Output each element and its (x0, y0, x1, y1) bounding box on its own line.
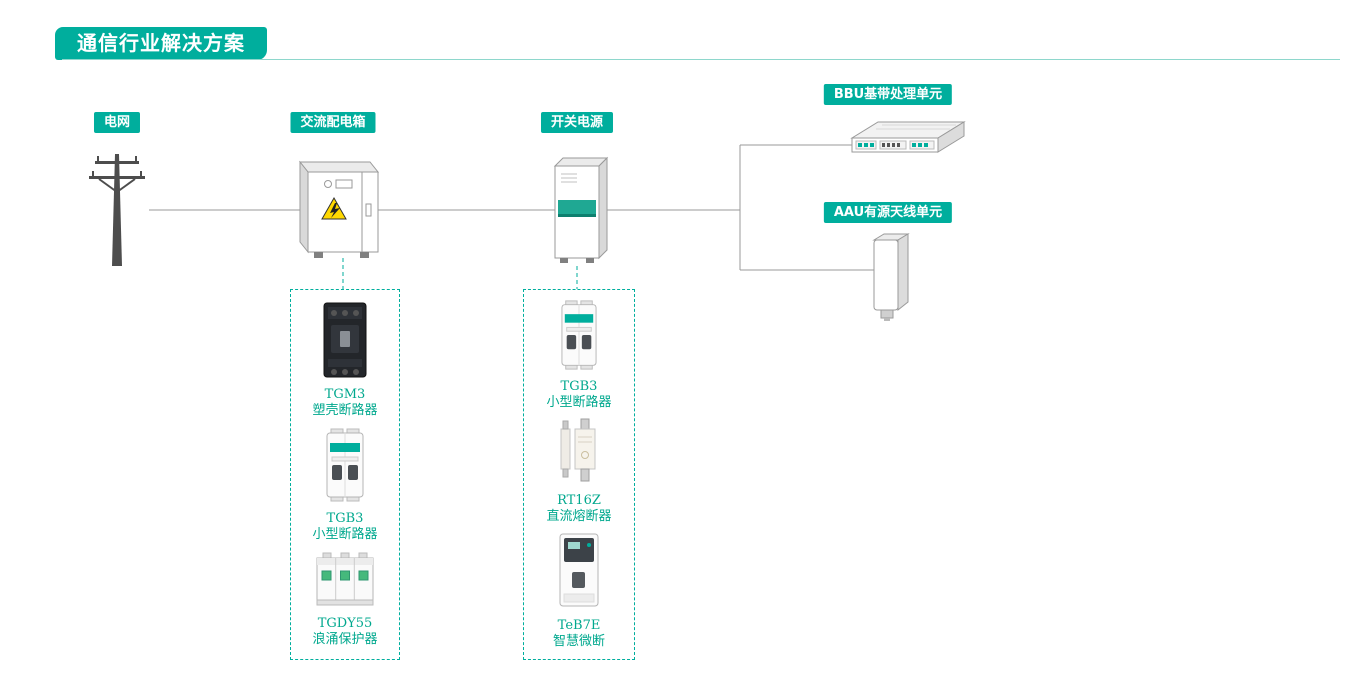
product-model: TeB7E (557, 617, 601, 633)
product-rt16z: RT16Z 直流熔断器 (546, 417, 612, 525)
product-tgm3: TGM3 塑壳断路器 (312, 301, 378, 419)
product-model: TGB3 (560, 379, 598, 395)
distribution-cabinet-illustration (288, 158, 388, 266)
product-caption: RT16Z 直流熔断器 (546, 493, 611, 525)
distribution-box-label: 交流配电箱 (290, 112, 376, 133)
product-caption: TeB7E 智慧微断 (553, 618, 605, 650)
product-name: 浪涌保护器 (312, 631, 378, 647)
product-model: RT16Z (557, 492, 601, 508)
page-title: 通信行业解决方案 (55, 27, 267, 60)
product-teb7e: TeB7E 智慧微断 (551, 530, 607, 650)
distribution-box-products: TGM3 塑壳断路器 TGB3 (290, 289, 400, 660)
grid-label: 电网 (93, 112, 141, 133)
product-name: 智慧微断 (552, 633, 605, 649)
product-name: 直流熔断器 (546, 508, 612, 524)
product-caption: TGM3 塑壳断路器 (312, 387, 377, 419)
miniature-breaker-image (320, 427, 370, 507)
product-name: 小型断路器 (546, 395, 612, 411)
switch-power-products: TGB3 小型断路器 RT16Z 直流熔 (523, 289, 635, 660)
product-caption: TGDY55 浪涌保护器 (312, 616, 377, 648)
product-tgb3-dc: TGB3 小型断路器 (546, 299, 612, 411)
smart-breaker-image (551, 530, 607, 614)
product-model: TGDY55 (317, 615, 373, 631)
product-name: 小型断路器 (312, 526, 378, 542)
aau-antenna-illustration (864, 230, 916, 326)
product-model: TGB3 (326, 510, 364, 526)
aau-label: AAU有源天线单元 (823, 202, 953, 223)
product-tgb3: TGB3 小型断路器 (312, 427, 378, 543)
product-caption: TGB3 小型断路器 (312, 511, 377, 543)
product-caption: TGB3 小型断路器 (546, 379, 611, 411)
switch-power-label: 开关电源 (540, 112, 614, 133)
title-underline (62, 59, 1340, 60)
power-cabinet-illustration (545, 154, 617, 270)
product-name: 塑壳断路器 (312, 403, 378, 419)
molded-case-breaker-image (316, 301, 374, 383)
surge-protector-image (313, 550, 377, 612)
power-pole-illustration (85, 146, 149, 270)
miniature-breaker-image (554, 299, 604, 375)
dc-fuse-image (551, 417, 607, 489)
bbu-label: BBU基带处理单元 (823, 84, 953, 105)
product-model: TGM3 (324, 387, 366, 403)
product-tgdy55: TGDY55 浪涌保护器 (312, 550, 378, 648)
page-title-text: 通信行业解决方案 (77, 31, 245, 55)
bbu-rack-illustration (838, 112, 968, 164)
